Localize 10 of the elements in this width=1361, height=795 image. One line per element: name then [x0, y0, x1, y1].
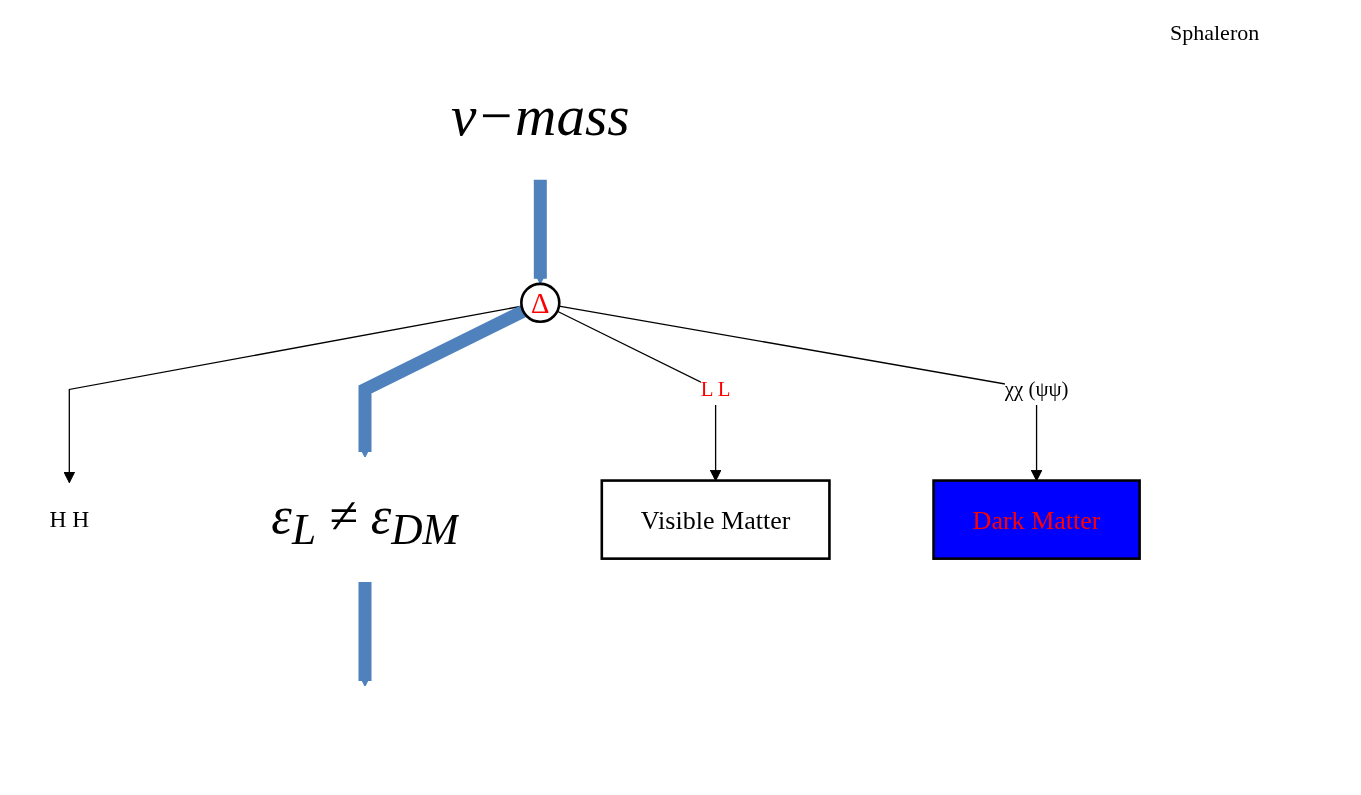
- matter-box: Dark Matter: [932, 479, 1141, 560]
- formula-text: ε$_{L}$ ≠ ε$_{DM}$: [271, 485, 459, 554]
- matter-box: Visible Matter: [600, 479, 831, 560]
- formula-text: ν−mass: [451, 84, 630, 149]
- formula-text: H H: [49, 505, 90, 532]
- block-arrow: [358, 582, 372, 687]
- block-arrow: [358, 305, 527, 458]
- block-arrow: [533, 179, 547, 285]
- note-text: Sphaleron: [1170, 20, 1260, 46]
- vertex-circle: Δ: [520, 282, 561, 324]
